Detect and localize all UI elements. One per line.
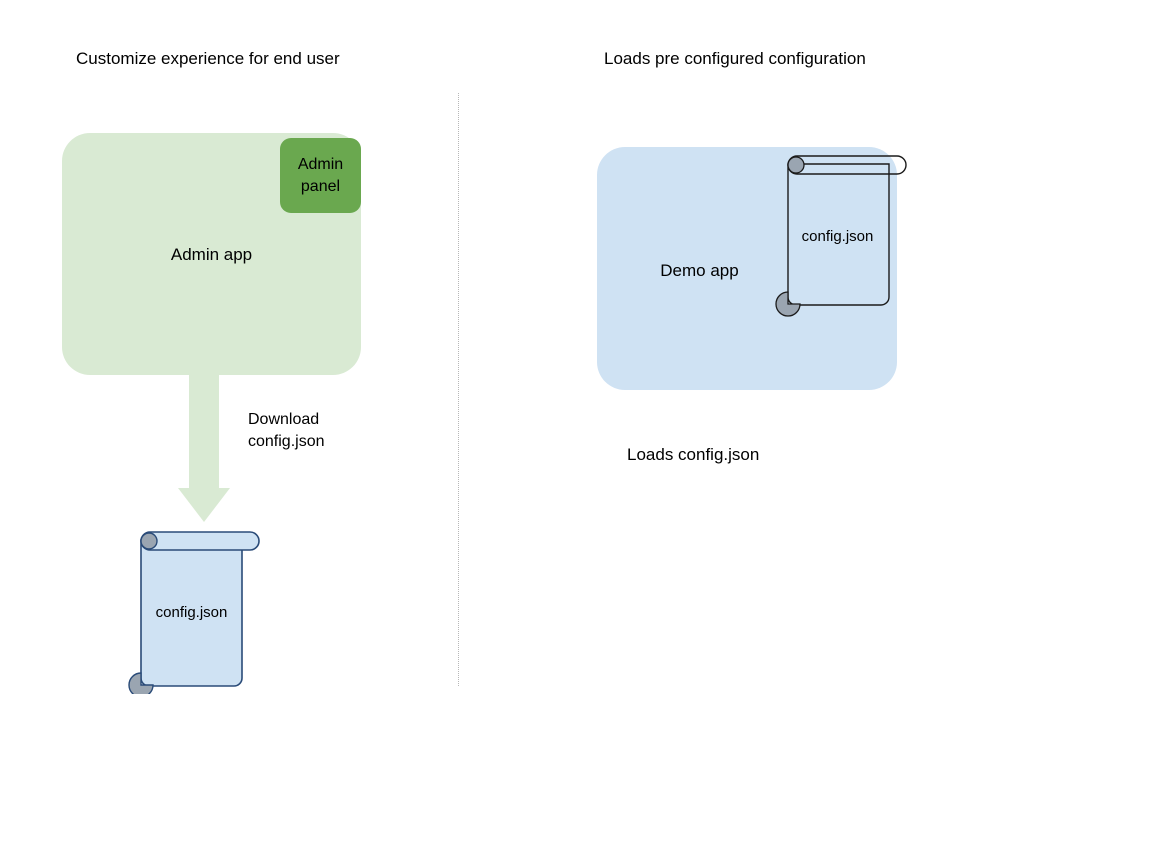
loads-config-caption: Loads config.json <box>627 445 760 464</box>
vertical-divider <box>458 93 459 686</box>
right-panel-heading: Loads pre configured configuration <box>604 49 866 68</box>
admin-panel-label-line2: panel <box>300 177 341 195</box>
left-panel-heading: Customize experience for end user <box>76 49 340 68</box>
download-arrow-icon <box>178 370 230 522</box>
download-arrow-label-line1: Download <box>248 411 320 428</box>
download-arrow-label: Download config.json <box>248 409 325 453</box>
config-file-left-label: config.json <box>155 604 228 621</box>
admin-app-label: Admin app <box>170 245 253 264</box>
config-file-right-label: config.json <box>801 228 874 245</box>
admin-panel-box[interactable]: Admin panel <box>280 138 361 213</box>
admin-panel-label: Admin panel <box>298 154 343 198</box>
admin-panel-label-line1: Admin <box>297 155 344 173</box>
demo-app-box <box>597 147 897 390</box>
download-arrow-label-line2: config.json <box>248 433 325 450</box>
demo-app-label: Demo app <box>660 261 739 280</box>
config-file-scroll-left-icon <box>128 531 260 694</box>
config-file-scroll-right-icon <box>775 155 907 317</box>
